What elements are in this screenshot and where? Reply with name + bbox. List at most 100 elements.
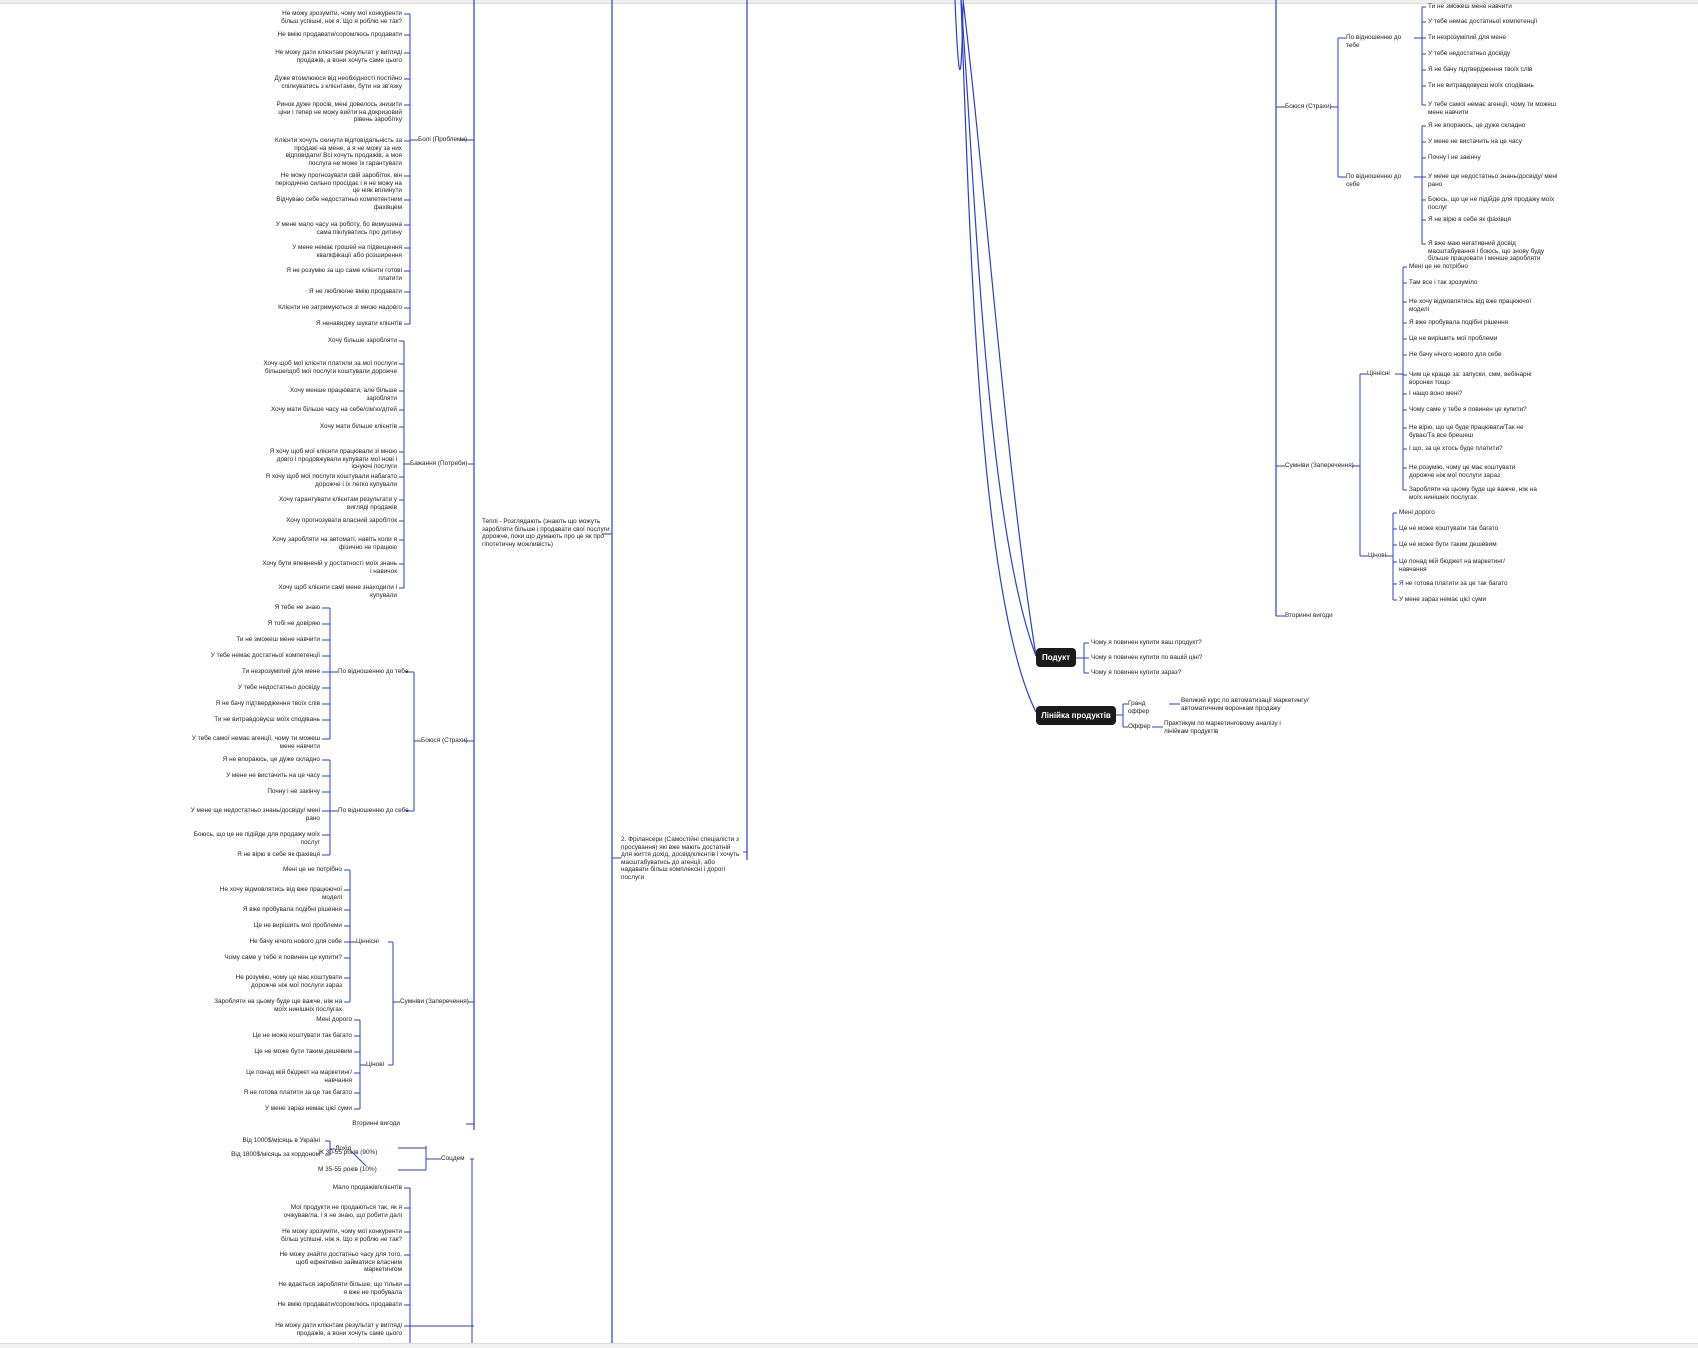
- leaf-item[interactable]: Не хочу відмовлятись від вже працюючої м…: [219, 886, 342, 901]
- leaf-item[interactable]: У мене немає грошей на підвищення кваліф…: [292, 244, 402, 259]
- leaf-item[interactable]: Я тобі не довіряю: [267, 620, 320, 627]
- leaf-item[interactable]: Я не готова платити за це так багато: [1399, 580, 1508, 587]
- leaf-item[interactable]: Мало продажів/клієнтів: [332, 1184, 402, 1191]
- leaf-item[interactable]: Не бачу нічого нового для себе: [1409, 351, 1502, 358]
- leaf-item[interactable]: Чому саме у тебе я повинен це купити?: [224, 954, 342, 961]
- leaf-item[interactable]: Не розумію, чому це має коштувати дорожч…: [1409, 464, 1516, 479]
- subcategory-value[interactable]: Ціннісні: [1367, 370, 1390, 377]
- grand-offer-text[interactable]: Великий курс по автоматизації маркетингу…: [1181, 697, 1309, 712]
- leaf-item[interactable]: У тебе немає достатньої компетенції: [210, 652, 320, 659]
- leaf-item[interactable]: Я не готова платити за це так багато: [243, 1089, 352, 1096]
- leaf-item[interactable]: Почну і не закінчу: [1428, 154, 1481, 161]
- leaf-item[interactable]: Це не вирішить мої проблеми: [253, 922, 342, 929]
- leaf-item[interactable]: Хочу щоб клієнти самі мене знаходили і к…: [278, 584, 397, 599]
- leaf-item[interactable]: Я не бачу підтвердження твоїх слів: [215, 700, 320, 707]
- leaf-item[interactable]: Не хочу відмовлятись від вже працюючої м…: [1409, 298, 1532, 313]
- leaf-item[interactable]: У тебе недостатньо досвіду: [237, 684, 320, 691]
- leaf-item[interactable]: Дуже втомлююся від необхідності постійно…: [274, 75, 402, 90]
- subcategory-price[interactable]: Цінові: [1368, 552, 1387, 559]
- leaf-item[interactable]: Відчуваю себе недостатньо компетентним ф…: [276, 196, 402, 211]
- category-doubts[interactable]: Сумніви (Заперечення): [1285, 462, 1354, 469]
- category-secondary-benefits[interactable]: Вторинні вигоди: [1285, 612, 1333, 619]
- leaf-item[interactable]: Заробляти на цьому буде ще важче, ніж на…: [1409, 486, 1537, 501]
- leaf-item[interactable]: Заробляти на цьому буде ще важче, ніж на…: [214, 998, 342, 1013]
- leaf-item[interactable]: Не можу дати клієнтам результат у вигляд…: [275, 49, 402, 64]
- leaf-item[interactable]: Це не може бути таким дешевим: [1399, 541, 1497, 548]
- leaf-item[interactable]: Я ненавиджу шукати клієнтів: [315, 320, 402, 327]
- leaf-item[interactable]: Я вже пробувала подібні рішення: [1409, 319, 1509, 326]
- leaf-item[interactable]: Почну і не закінчу: [267, 788, 320, 795]
- leaf-item[interactable]: Я тебе не знаю: [274, 604, 320, 611]
- segment-freelancers-description[interactable]: 2. Фрілансери (Самостійні спеціалісти з …: [621, 836, 740, 881]
- leaf-item[interactable]: Мені це не потрібно: [283, 866, 342, 873]
- leaf-item[interactable]: І нащо воно мені?: [1409, 390, 1463, 397]
- leaf-item[interactable]: У мене не вистачить на це часу: [1428, 138, 1522, 145]
- leaf-item[interactable]: У тебе немає достатньої компетенції: [1428, 18, 1538, 25]
- leaf-item[interactable]: Хочу заробляти на автоматі, навіть коли …: [272, 536, 397, 551]
- leaf-item[interactable]: Хочу бути впевненій у достатності моїх з…: [262, 560, 397, 575]
- product-question[interactable]: Чому я повинен купити ваш продукт?: [1091, 639, 1202, 646]
- leaf-item[interactable]: Мені дорого: [316, 1016, 352, 1023]
- subcategory-value[interactable]: Ціннісні: [356, 938, 379, 945]
- leaf-item[interactable]: У мене не вистачить на це часу: [226, 772, 320, 779]
- leaf-item[interactable]: Ти не зможеш мене навчити: [236, 636, 320, 643]
- leaf-item[interactable]: Я не люблю/не вмію продавати: [309, 288, 402, 295]
- grand-offer-label[interactable]: Гранд оффер: [1128, 700, 1150, 715]
- leaf-item[interactable]: У мене зараз немає цієї суми: [264, 1105, 352, 1112]
- leaf-item[interactable]: Не можу дати клієнтам результат у вигляд…: [275, 1322, 402, 1337]
- leaf-item[interactable]: Хочу прогнозувати власний заробіток: [286, 517, 397, 524]
- product-question[interactable]: Чому я повинен купити по вашій ціні?: [1091, 654, 1203, 661]
- subcategory-income[interactable]: Дохід: [335, 1145, 352, 1152]
- leaf-item[interactable]: Я хочу щоб мої послуги коштували набагат…: [265, 473, 397, 488]
- leaf-item[interactable]: Ти не витравдовуєш моїх сподівань: [1428, 82, 1534, 89]
- leaf-item[interactable]: Я не вірю в себе як фахівця: [237, 851, 320, 858]
- income-ukraine[interactable]: Від 1000$/місяць в Україні: [242, 1137, 320, 1144]
- offer-text[interactable]: Практикум по маркетинговому аналізу і лі…: [1164, 720, 1281, 735]
- leaf-item[interactable]: І що, за це хтось буде платити?: [1409, 445, 1503, 452]
- leaf-item[interactable]: Чому саме у тебе я повинен це купити?: [1409, 406, 1527, 413]
- leaf-item[interactable]: У мене мало часу на роботу, бо вимушена …: [275, 221, 402, 236]
- leaf-item[interactable]: Там все і так зрозуміло: [1409, 279, 1478, 286]
- subcategory-towards-you[interactable]: По відношенню до тебе: [338, 668, 409, 675]
- leaf-item[interactable]: Хочу гарантувати клієнтам результати у в…: [278, 496, 397, 511]
- subcategory-price[interactable]: Цінові: [366, 1061, 385, 1068]
- leaf-item[interactable]: Не розумію, чому це має коштувати дорожч…: [235, 974, 342, 989]
- leaf-item[interactable]: Я не вірю в себе як фахівця: [1428, 216, 1511, 223]
- category-desires[interactable]: Бажання (Потреби): [410, 460, 468, 467]
- subcategory-towards-self[interactable]: По відношенню до себе: [1346, 173, 1402, 188]
- product-question[interactable]: Чому я повинен купити зараз?: [1091, 669, 1182, 676]
- leaf-item[interactable]: Я вже пробувала подібні рішення: [242, 906, 342, 913]
- leaf-item[interactable]: Клієнти не затримуються зі мною надовго: [278, 304, 402, 311]
- leaf-item[interactable]: Я вже маю негативний досвід масштабуванн…: [1428, 240, 1545, 263]
- leaf-item[interactable]: Боюсь, що це не підійде для продажу моїх…: [193, 831, 320, 846]
- leaf-item[interactable]: Це понад мій бюджет на маркетинг/ навчан…: [1399, 558, 1505, 573]
- product-node[interactable]: Подукт: [1036, 648, 1076, 667]
- leaf-item[interactable]: Ти не витравдовуєш моїх сподівань: [214, 716, 320, 723]
- leaf-item[interactable]: Мені дорого: [1399, 509, 1435, 516]
- category-sociodemographics[interactable]: Соцдем: [441, 1155, 465, 1162]
- leaf-item[interactable]: Мені це не потрібно: [1409, 263, 1468, 270]
- category-fears[interactable]: Боюся (Страхи): [1285, 103, 1332, 110]
- leaf-item[interactable]: Не можу прогнозувати свій заробіток, він…: [275, 172, 402, 195]
- leaf-item[interactable]: Не можу знайти достатньо часу для того, …: [279, 1251, 402, 1274]
- leaf-item[interactable]: Я не бачу підтвердження твоїх слів: [1428, 66, 1533, 73]
- leaf-item[interactable]: Це не може бути таким дешевим: [254, 1048, 352, 1055]
- leaf-item[interactable]: Ти незрозумілий для мене: [241, 668, 320, 675]
- leaf-item[interactable]: Я не впораюсь, це дуже складно: [222, 756, 320, 763]
- category-secondary-benefits[interactable]: Вторинні вигоди: [352, 1120, 400, 1127]
- leaf-item[interactable]: Не вмію продавати/соромлюсь продавати: [277, 31, 402, 38]
- leaf-item[interactable]: Це не може коштувати так багато: [1399, 525, 1499, 532]
- leaf-item[interactable]: Ти не зможеш мене навчити: [1428, 3, 1512, 10]
- leaf-item[interactable]: Я хочу щоб мої клієнти працювали зі мною…: [269, 448, 397, 471]
- leaf-item[interactable]: У мене ще недостатньо знань/досвіду/ мен…: [190, 807, 320, 822]
- leaf-item[interactable]: Мої продукти не продаються так, як я очі…: [283, 1204, 402, 1219]
- leaf-item[interactable]: Хочу менше працювати, але більше заробля…: [289, 387, 397, 402]
- leaf-item[interactable]: Не вірю, що це буде працювати/Так не був…: [1409, 424, 1524, 439]
- leaf-item[interactable]: Це не вирішить мої проблеми: [1409, 335, 1498, 342]
- category-doubts[interactable]: Сумніви (Заперечення): [400, 998, 469, 1005]
- leaf-item[interactable]: У мене зараз немає цієї суми: [1399, 596, 1487, 603]
- leaf-item[interactable]: Боюсь, що це не підійде для продажу моїх…: [1428, 196, 1555, 211]
- segment-warm-description[interactable]: Теплі - Розглядають (знають що можуть за…: [482, 518, 610, 548]
- leaf-item[interactable]: Ринок дуже просів, мені довелось знизити…: [276, 101, 402, 124]
